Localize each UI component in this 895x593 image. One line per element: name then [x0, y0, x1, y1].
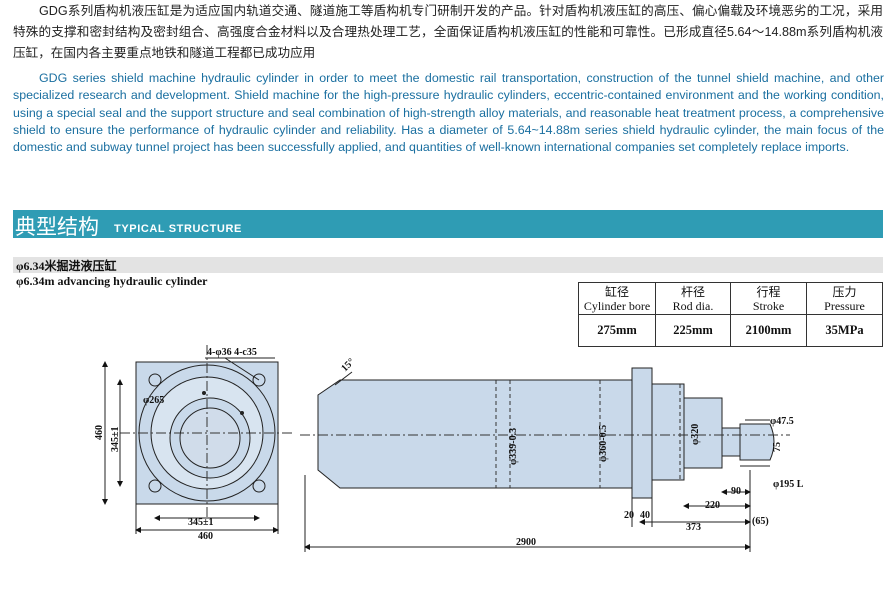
product-title-en: φ6.34m advancing hydraulic cylinder: [16, 274, 208, 288]
spec-value-row: 275mm 225mm 2100mm 35MPa: [578, 314, 883, 347]
label-holes: 4-φ36 4-c35: [207, 347, 257, 358]
label-width-outer: 460: [198, 531, 213, 542]
label-dim-r: (65): [752, 516, 769, 527]
bolt-hole: [252, 479, 266, 493]
spec-header-rod-cn: 杆径: [680, 284, 705, 299]
label-height-inner: 345±1: [110, 427, 121, 453]
rod-neck: [721, 427, 741, 457]
port-hole: [202, 391, 206, 395]
spec-value-stroke: 2100mm: [730, 314, 807, 347]
rod-end-ball: [739, 423, 775, 461]
flange-end-view: 4-φ36 4-c35 φ265 460 345±1 345±1 460: [94, 345, 295, 542]
section-header-typical-structure: 典型结构 TYPICAL STRUCTURE: [13, 210, 883, 239]
label-dim-20: 20: [624, 510, 634, 521]
label-rod-end-len: 75: [772, 442, 783, 452]
leader-line: [334, 371, 353, 386]
cylinder-side-view: 15° φ339-0.3 φ360-0.5 φ320 φ47.5 75 φ195…: [300, 356, 804, 552]
port-hole: [240, 411, 244, 415]
label-bore-circle: φ265: [143, 395, 164, 406]
label-rod-end-dia: φ47.5: [770, 416, 794, 427]
cylinder-barrel: [317, 379, 633, 489]
spec-value-pressure: 35MPa: [806, 314, 883, 347]
spec-header-stroke-en: Stroke: [752, 298, 785, 313]
section-title-en: TYPICAL STRUCTURE: [114, 223, 242, 235]
label-width-inner: 345±1: [188, 517, 214, 528]
label-dim-40: 40: [640, 510, 650, 521]
label-height-outer: 460: [94, 425, 105, 440]
spec-value-rod: 225mm: [655, 314, 731, 347]
spec-header-pressure-en: Pressure: [824, 298, 865, 313]
label-body-dia: φ339-0.3: [508, 428, 519, 465]
bolt-hole: [148, 373, 162, 387]
spec-header-stroke-cn: 行程: [756, 284, 781, 299]
label-total-length: 2900: [516, 537, 536, 548]
label-rod-tip-dia: φ195 L: [773, 479, 804, 490]
product-title-cn: φ6.34米掘进液压缸: [16, 259, 117, 273]
spec-value-bore: 275mm: [578, 314, 656, 347]
bore-inner-circle: [179, 407, 241, 469]
section-title-cn: 典型结构: [15, 215, 99, 239]
label-chamfer: 15°: [339, 356, 357, 374]
spec-header-bore-cn: 缸径: [604, 284, 629, 299]
piston-rod: [683, 397, 723, 469]
intro-english-paragraph: GDG series shield machine hydraulic cyli…: [13, 71, 884, 155]
cylinder-flange: [631, 367, 653, 499]
product-title-bar: φ6.34米掘进液压缸: [13, 257, 883, 273]
cylinder-gland: [651, 383, 685, 481]
intro-chinese-paragraph: GDG系列盾构机液压缸是为适应国内轨道交通、隧道施工等盾构机专门研制开发的产品。…: [13, 4, 883, 60]
label-dim-373: 373: [686, 522, 701, 533]
label-dim-90: 90: [731, 486, 741, 497]
spec-header-bore-en: Cylinder bore: [583, 298, 651, 313]
spec-header-pressure-cn: 压力: [832, 284, 857, 299]
label-dim-220: 220: [705, 500, 720, 511]
leader-line: [224, 357, 260, 381]
bolt-hole: [148, 479, 162, 493]
label-flange-dia: φ360-0.5: [598, 425, 609, 462]
label-gland-dia: φ320: [690, 424, 701, 445]
spec-header-rod-en: Rod dia.: [672, 298, 714, 313]
